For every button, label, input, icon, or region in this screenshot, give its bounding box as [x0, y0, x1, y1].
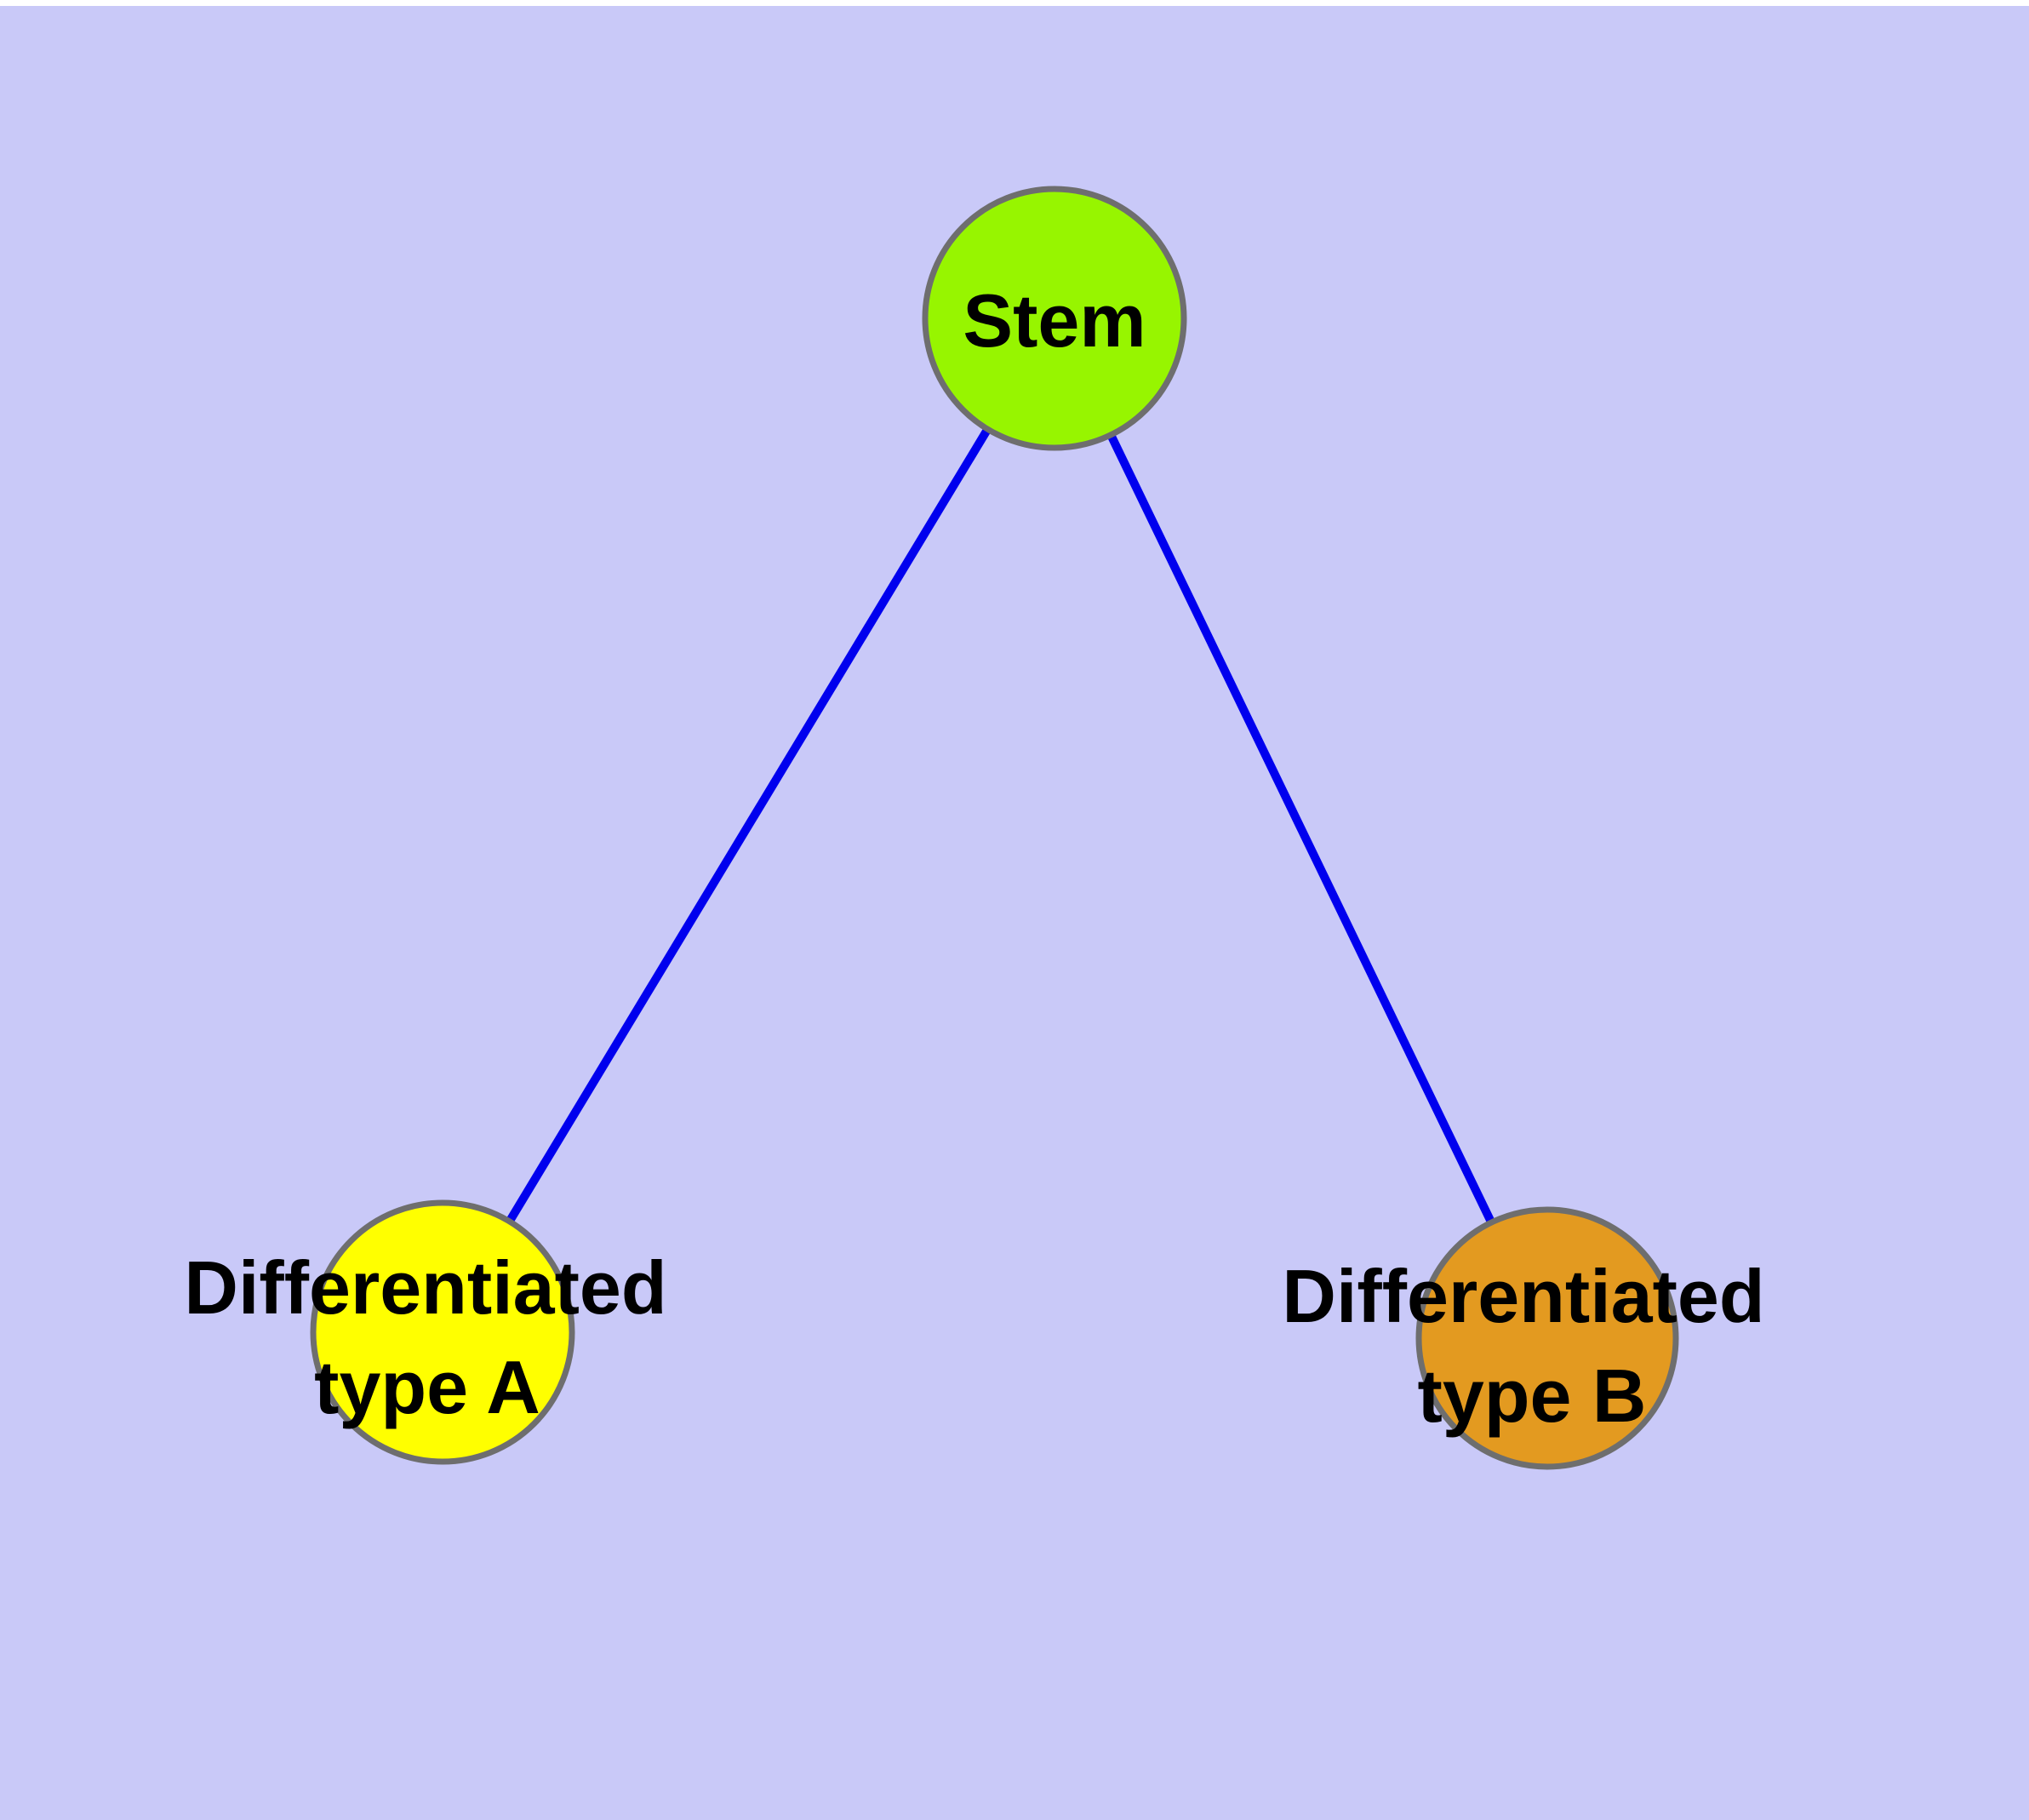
node-stem-circle — [922, 186, 1187, 451]
top-margin-strip — [0, 0, 2029, 6]
node-type-b-label-line1: Differentiated — [1282, 1254, 1764, 1338]
edge-stem-to-type-b — [1050, 316, 1552, 1341]
node-type-a-label-line1: Differentiated — [184, 1245, 666, 1330]
node-type-b-label-line2: type B — [1418, 1354, 1647, 1438]
node-type-a-label-line2: type A — [314, 1345, 540, 1429]
node-type-b-circle — [1415, 1206, 1679, 1470]
node-type-a-circle — [310, 1199, 575, 1465]
edge-stem-to-type-a — [438, 316, 1059, 1335]
node-stem-label: Stem — [963, 278, 1146, 363]
